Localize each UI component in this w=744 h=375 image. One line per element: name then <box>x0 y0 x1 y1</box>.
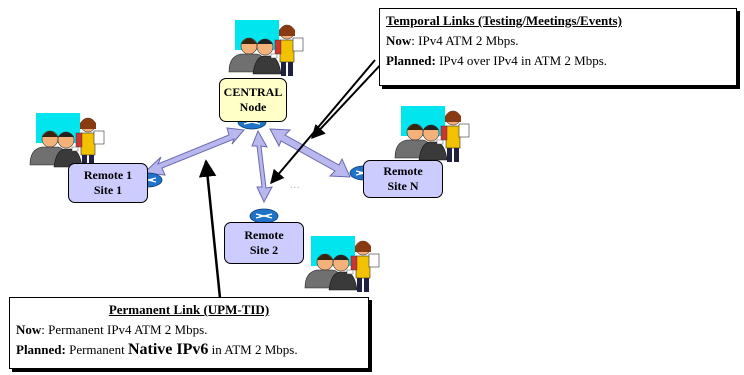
temporal-planned-label: Planned: <box>386 53 436 68</box>
permanent-link-pointer <box>198 159 222 299</box>
link-arrow-central-remote1 <box>142 127 245 176</box>
remote-site-1-line2: Site 1 <box>93 183 123 197</box>
permanent-link-box: Permanent Link (UPM-TID) Now: Permanent … <box>9 297 369 369</box>
people-icon <box>228 19 304 77</box>
central-node: CENTRAL Node <box>219 78 287 122</box>
permanent-now-text: : Permanent IPv4 ATM 2 Mbps. <box>41 322 208 337</box>
temporal-now-label: Now <box>386 33 412 48</box>
remote-site-n-node: Remote Site N <box>363 160 443 198</box>
permanent-now-line: Now: Permanent IPv4 ATM 2 Mbps. <box>16 320 362 340</box>
people-icon <box>394 105 470 163</box>
permanent-planned-label: Planned: <box>16 342 66 357</box>
remote-site-1-node: Remote 1 Site 1 <box>68 163 148 203</box>
people-icon <box>304 235 380 293</box>
temporal-now-line: Now: IPv4 ATM 2 Mbps. <box>386 31 730 51</box>
remote-site-2-line2: Site 2 <box>249 243 279 257</box>
link-arrow-central-remoteN <box>269 128 351 178</box>
permanent-planned-line: Planned: Permanent Native IPv6 in ATM 2 … <box>16 340 362 360</box>
more-sites-ellipsis: ... <box>290 180 301 191</box>
temporal-link-pointer <box>311 59 386 140</box>
remote-site-2-line1: Remote <box>244 228 284 242</box>
permanent-now-label: Now <box>16 322 42 337</box>
permanent-planned-post: in ATM 2 Mbps. <box>208 342 298 357</box>
permanent-planned-pre: Permanent <box>65 342 128 357</box>
people-icon <box>29 112 105 170</box>
link-arrow-central-remote2 <box>251 129 273 204</box>
temporal-link-pointer <box>270 59 376 185</box>
native-ipv6-emphasis: Native IPv6 <box>127 341 209 358</box>
remote-site-1-line1: Remote 1 <box>83 168 133 182</box>
permanent-link-title: Permanent Link (UPM-TID) <box>108 302 270 317</box>
central-node-subtitle: Node <box>239 100 267 114</box>
central-node-title: CENTRAL <box>223 85 283 99</box>
temporal-links-title: Temporal Links (Testing/Meetings/Events) <box>386 13 622 28</box>
temporal-links-box: Temporal Links (Testing/Meetings/Events)… <box>379 8 737 86</box>
router-icon <box>249 208 279 224</box>
remote-site-n-line2: Site N <box>387 179 419 193</box>
remote-site-2-node: Remote Site 2 <box>224 222 304 264</box>
remote-site-n-line1: Remote <box>383 164 423 178</box>
temporal-planned-text: IPv4 over IPv4 in ATM 2 Mbps. <box>435 53 608 68</box>
temporal-planned-line: Planned: IPv4 over IPv4 in ATM 2 Mbps. <box>386 51 730 71</box>
temporal-now-text: : IPv4 ATM 2 Mbps. <box>411 33 519 48</box>
